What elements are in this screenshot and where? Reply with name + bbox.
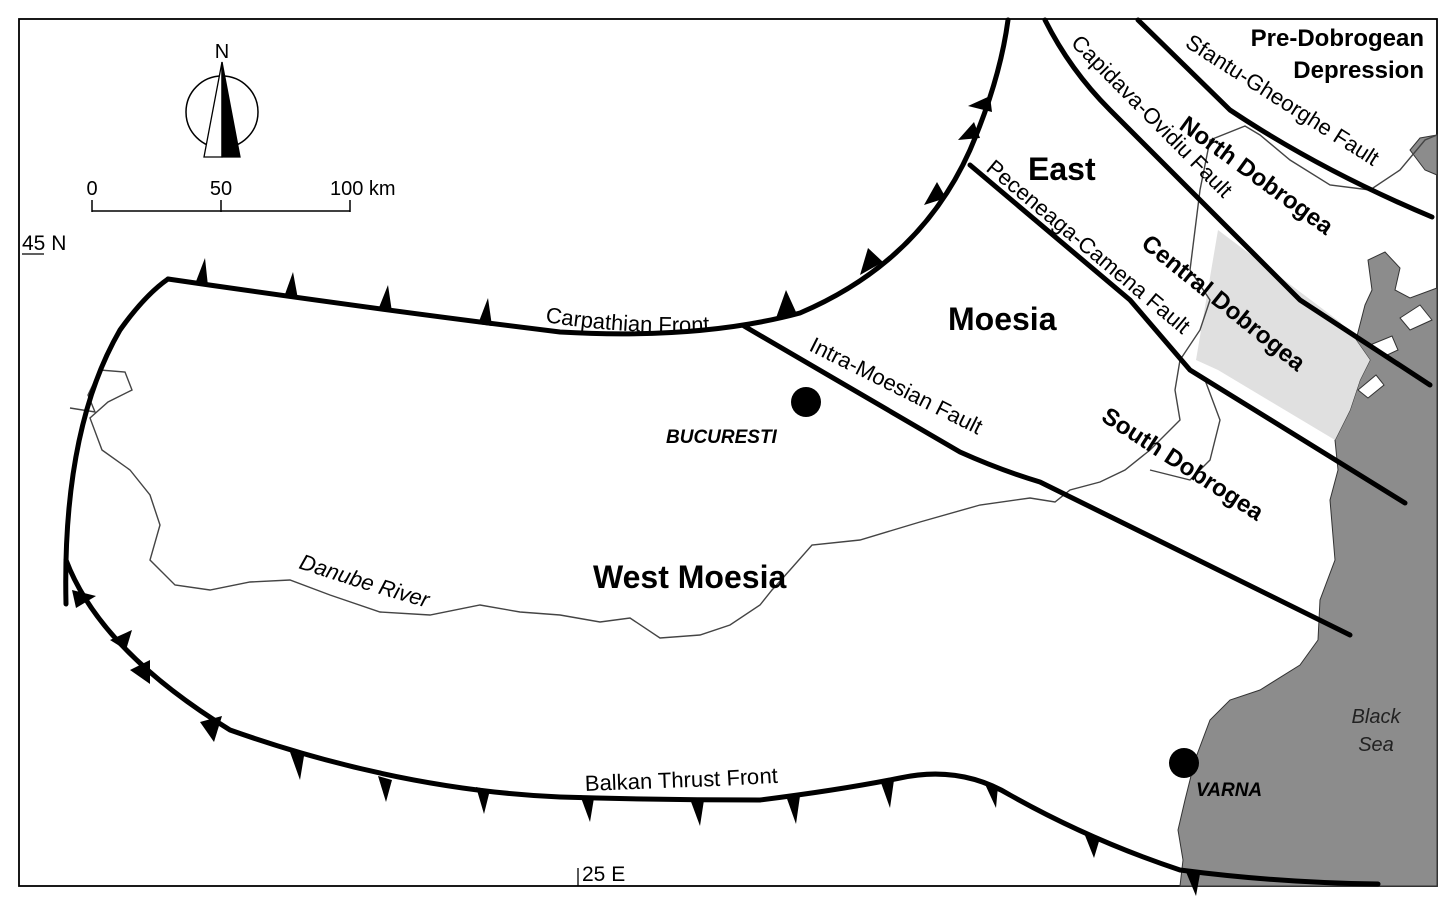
peceneaga-camena-fault-line [967,162,1408,506]
north-arrow: N [185,41,259,158]
region-west-moesia: West Moesia [593,559,786,595]
lon-label: 25 E [582,863,625,886]
sea-label-2: Sea [1358,734,1394,756]
scale-tick-100: 100 km [330,178,396,200]
sea-islet [1399,304,1433,331]
central-dobrogea-zone [1196,230,1370,440]
city-label-bucuresti: BUCURESTI [666,427,778,448]
north-arrow-label: N [215,41,229,63]
intra-moesian-fault-line [741,323,1353,638]
scale-tick-50: 50 [210,178,232,200]
capidava-ovidiu-fault-line [1042,17,1433,388]
balkan-thrust-teeth [72,590,1200,896]
western-margin-line [63,276,171,607]
north-arrow-right [221,61,241,158]
city-marker-bucuresti [791,387,821,417]
region-east: East [1028,151,1096,187]
scale-tick-0: 0 [86,178,97,200]
region-pre-dobrogean-1: Pre-Dobrogean [1251,25,1424,52]
sea-label-1: Black [1352,706,1402,728]
scale-bar: 0 50 100 km [86,178,396,212]
black-sea [1177,134,1438,887]
region-moesia: Moesia [948,301,1057,337]
carpathian-thrust-teeth [195,96,992,326]
sfantu-gheorghe-fault-line [1135,17,1435,220]
city-label-varna: VARNA [1196,780,1262,801]
balkan-thrust-front-line [63,557,1381,887]
sea-lagoon-2 [1357,374,1385,399]
city-marker-varna [1169,748,1199,778]
region-pre-dobrogean-2: Depression [1293,57,1424,84]
danube-river [69,125,1438,639]
map-border [18,18,1438,887]
lat-label: 45 N [22,232,66,255]
